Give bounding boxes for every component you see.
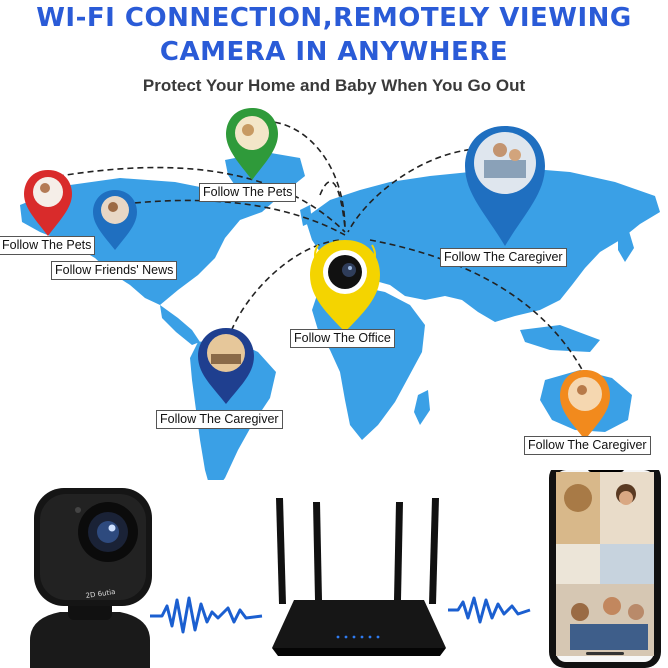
connection-line — [114, 199, 346, 236]
connection-line — [369, 239, 586, 376]
connection-line — [227, 239, 341, 341]
wave-right-icon — [448, 596, 531, 624]
uk — [300, 205, 312, 226]
connection-lines — [47, 120, 586, 376]
label-follow-pets-left: Follow The Pets — [0, 236, 96, 255]
continents — [20, 152, 660, 480]
mini-camera — [30, 488, 152, 668]
wave-left-icon — [150, 596, 263, 634]
central-america — [160, 305, 200, 345]
pin-orange — [560, 370, 610, 440]
connection-line — [254, 120, 346, 231]
label-follow-caregiver-australia: Follow The Caregiver — [524, 436, 651, 455]
title-line-2: CAMERA IN ANYWHERE — [159, 37, 509, 67]
label-follow-caregiver-south-america: Follow The Caregiver — [156, 410, 283, 429]
label-follow-friends-news: Follow Friends' News — [51, 261, 178, 280]
connection-line — [47, 166, 346, 233]
label-follow-caregiver-right: Follow The Caregiver — [440, 248, 567, 267]
devices-row: 2D 6utia — [30, 470, 661, 668]
japan — [618, 228, 634, 262]
pin-green — [226, 108, 278, 180]
label-follow-pets-top: Follow The Pets — [199, 183, 297, 202]
smartphone — [549, 470, 661, 668]
pin-yellow-center — [310, 240, 380, 332]
pin-navy — [198, 328, 254, 404]
connection-line — [319, 181, 346, 229]
router — [272, 498, 446, 656]
subtitle: Protect Your Home and Baby When You Go O… — [142, 76, 526, 95]
eurasia — [305, 168, 660, 322]
pin-blue-small — [93, 190, 137, 250]
pin-blue-large — [465, 126, 545, 246]
label-follow-office: Follow The Office — [290, 329, 395, 348]
madagascar — [414, 390, 430, 425]
world-map — [20, 108, 660, 480]
north-america — [20, 178, 280, 305]
pin-red — [24, 170, 72, 236]
se-asia-islands — [520, 325, 600, 352]
title-line-1: WI-FI CONNECTION,REMOTELY VIEWING — [36, 3, 632, 33]
